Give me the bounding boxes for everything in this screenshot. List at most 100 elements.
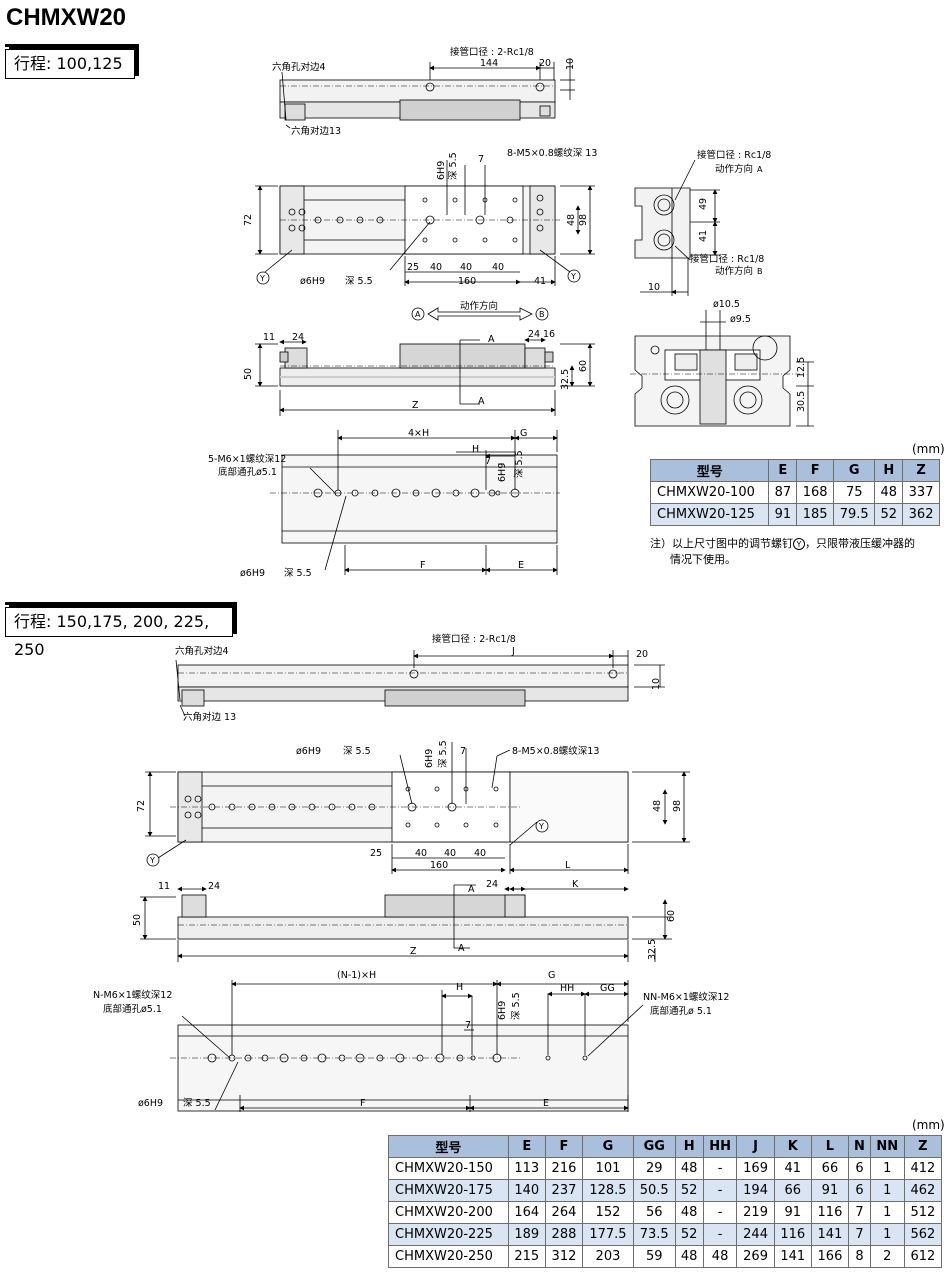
table-cell: 169 xyxy=(736,1157,775,1180)
d1-deep: 深 5.5 xyxy=(448,152,459,180)
d1-dir-label: 动作方向 xyxy=(460,300,498,312)
table-cell: 269 xyxy=(736,1245,775,1268)
table-cell: CHMXW20-125 xyxy=(649,503,770,526)
d1-dim-144: 144 xyxy=(480,58,498,69)
table-header-cell: H xyxy=(674,1135,704,1158)
d2-bot-thru2: 底部通孔ø 5.1 xyxy=(650,1005,712,1017)
table-header-cell: E xyxy=(507,1135,546,1158)
table-cell: 168 xyxy=(796,481,835,504)
d1-dim-98: 98 xyxy=(578,214,589,226)
d1-dim-7: 7 xyxy=(478,154,484,165)
table-cell: 362 xyxy=(902,503,940,526)
table-header-cell: H xyxy=(874,459,904,482)
drawing-stroke-100-125: 接管口径 : 2-Rc1/8 六角孔对边4 六角对边13 144 20 10 6… xyxy=(208,46,814,579)
d2-bot-thru: 底部通孔ø5.1 xyxy=(103,1003,162,1015)
d2-side-a: A xyxy=(468,884,475,895)
d2-j: J xyxy=(511,646,515,657)
table-cell: 152 xyxy=(582,1201,634,1224)
table-cell: 116 xyxy=(773,1223,812,1246)
d1-bot-f: F xyxy=(420,560,425,571)
plan-view-1 xyxy=(255,160,595,286)
d1-end-10: 10 xyxy=(648,282,660,293)
d2-side-60: 60 xyxy=(666,910,677,922)
d1-side-a: A xyxy=(488,334,495,345)
d1-end-dir-a: 动作方向 xyxy=(715,163,753,175)
table1-note-1: 注）以上尺寸图中的调节螺钉 xyxy=(650,537,793,550)
table-cell: - xyxy=(702,1223,738,1246)
table-cell: 6 xyxy=(848,1179,871,1202)
d2-160: 160 xyxy=(430,860,448,871)
table-cell: 66 xyxy=(773,1179,812,1202)
table-cell: 1 xyxy=(869,1223,905,1246)
table-cell: 52 xyxy=(674,1179,704,1202)
table-cell: 52 xyxy=(874,503,904,526)
table-cell: 312 xyxy=(544,1245,584,1268)
table1-note-1b: ，只限带液压缓冲器的 xyxy=(805,537,915,550)
table-header-cell: E xyxy=(768,459,798,482)
table-cell: 87 xyxy=(768,481,798,504)
table-header-cell: GG xyxy=(632,1135,676,1158)
d1-dim-160: 160 xyxy=(458,276,476,287)
table1-note-2: 情况下使用。 xyxy=(670,553,736,566)
bottom-view-2 xyxy=(170,980,644,1112)
d1-end-41: 41 xyxy=(698,230,709,242)
d1-bot-h: H xyxy=(472,444,479,455)
table-header-cell: J xyxy=(736,1135,775,1158)
table-cell: 52 xyxy=(674,1223,704,1246)
d2-side-a2: A xyxy=(458,943,465,954)
table-header-cell: G xyxy=(582,1135,634,1158)
d1-phi-6h9: ø6H9 xyxy=(300,276,325,287)
d2-48: 48 xyxy=(652,800,663,812)
d1-end-49: 49 xyxy=(698,198,709,210)
table-cell: 164 xyxy=(507,1201,546,1224)
d1-bot-phi: ø6H9 xyxy=(240,568,265,579)
d1-dim-41: 41 xyxy=(534,276,546,287)
table-cell: 562 xyxy=(903,1223,943,1246)
d1-6h9: 6H9 xyxy=(436,161,447,180)
table-header-cell: NN xyxy=(869,1135,905,1158)
table-header-cell: 型号 xyxy=(649,459,770,482)
d2-40c: 40 xyxy=(474,848,486,859)
d2-side-325: 32.5 xyxy=(647,939,658,960)
d1-bot-g: G xyxy=(520,428,527,439)
table-cell: 48 xyxy=(874,481,904,504)
d2-bot-g: G xyxy=(548,970,555,981)
d1-dir-b: B xyxy=(539,310,545,319)
table-cell: 6 xyxy=(848,1157,871,1180)
d2-deep: 深 5.5 xyxy=(438,740,449,768)
end-view-1 xyxy=(634,159,720,296)
table-cell: 141 xyxy=(773,1245,812,1268)
table-cell: 189 xyxy=(507,1223,546,1246)
d2-bot-phi: ø6H9 xyxy=(138,1098,163,1109)
d1-dim-72: 72 xyxy=(243,214,254,226)
d2-side-k: K xyxy=(572,879,579,890)
d2-bot-phi-deep: 深 5.5 xyxy=(183,1098,211,1109)
d2-side-z: Z xyxy=(410,946,417,957)
table-cell: 48 xyxy=(674,1157,704,1180)
table-cell: 128.5 xyxy=(582,1179,634,1202)
table-cell: 288 xyxy=(544,1223,584,1246)
table-cell: 75 xyxy=(833,481,876,504)
d2-6h9: 6H9 xyxy=(424,749,435,768)
top-view-2 xyxy=(175,650,665,717)
table-cell: 113 xyxy=(507,1157,546,1180)
table-cell: 512 xyxy=(903,1201,943,1224)
d1-y-left: Y xyxy=(259,274,265,283)
table-cell: 1 xyxy=(869,1201,905,1224)
direction-arrow xyxy=(411,307,549,321)
d1-dim-25: 25 xyxy=(407,262,419,273)
d2-side-24b: 24 xyxy=(486,879,498,890)
table-header-cell: L xyxy=(810,1135,850,1158)
table-header-cell: F xyxy=(544,1135,584,1158)
table-cell: - xyxy=(702,1179,738,1202)
table-header-cell: 型号 xyxy=(388,1135,509,1158)
d1-end-port-a: 接管口径 : Rc1/8 xyxy=(697,149,771,161)
table1-unit: (mm) xyxy=(912,442,945,456)
table-cell: 59 xyxy=(632,1245,676,1268)
d2-m5: 8-M5×0.8螺纹深13 xyxy=(512,745,599,757)
table-cell: 50.5 xyxy=(632,1179,676,1202)
